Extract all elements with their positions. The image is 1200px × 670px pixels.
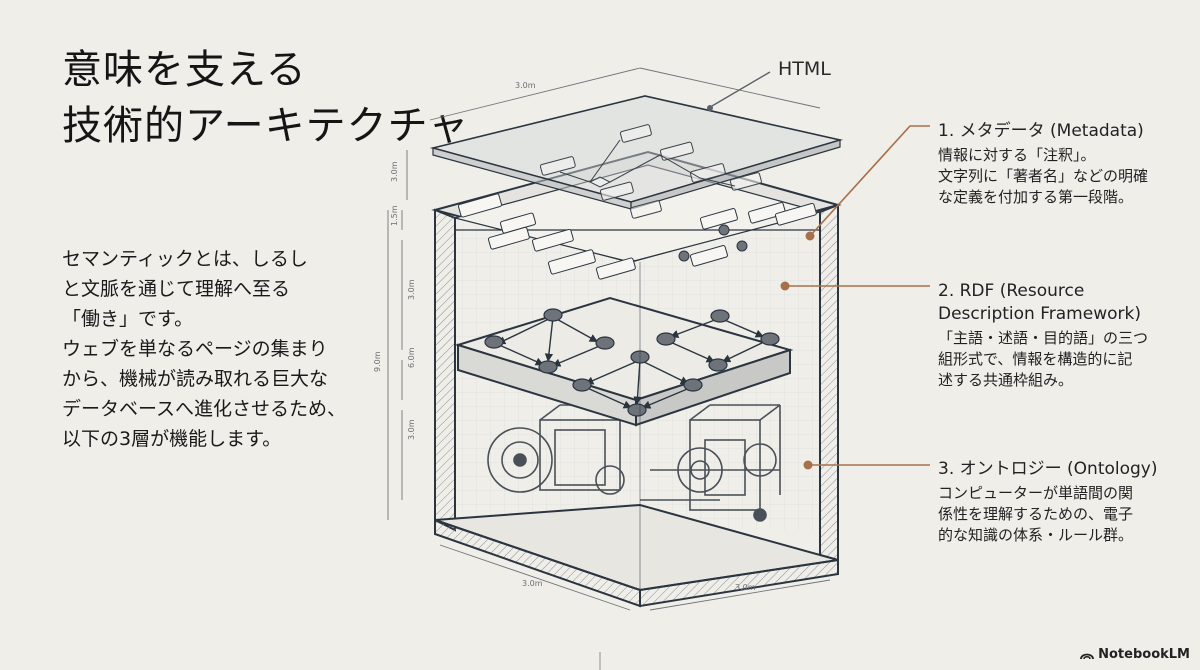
title-line-1: 意味を支える: [62, 47, 307, 93]
layer-desc-line: な定義を付加する第一段階。: [938, 188, 1134, 206]
intro-line: セマンティックとは、しるし: [62, 248, 308, 270]
intro-line: 「働き」です。: [62, 308, 194, 330]
page-title: 意味を支える 技術的アーキテクチャ: [62, 42, 469, 154]
layer-rdf: 2. RDF (Resource Description Framework) …: [938, 280, 1178, 391]
intro-paragraph: セマンティックとは、しるし と文脈を通じて理解へ至る 「働き」です。 ウェブを単…: [62, 244, 362, 454]
dim-c: 3.0m: [407, 279, 416, 300]
layer-desc-line: コンピューターが単語間の関: [938, 484, 1134, 502]
layer-title: 1. メタデータ (Metadata): [938, 121, 1144, 141]
layer-title: Description Framework): [938, 304, 1141, 324]
intro-line: と文脈を通じて理解へ至る: [62, 278, 291, 300]
layer-title: 3. オントロジー (Ontology): [938, 459, 1158, 479]
dim-base-left: 3.0m: [522, 579, 543, 588]
dim-top: 3.0m: [515, 81, 536, 90]
layer-metadata: 1. メタデータ (Metadata) 情報に対する「注釈」。 文字列に「著者名…: [938, 120, 1178, 208]
dim-total: 9.0m: [373, 351, 382, 372]
dimension-labels: 3.0m 3.0m 1.5m 3.0m 9.0m 6.0m 3.0m 3.0m …: [373, 81, 756, 592]
intro-line: 以下の3層が機能します。: [62, 428, 282, 450]
notebooklm-logo-icon: [1080, 653, 1095, 659]
dim-base-right: 3.0m: [735, 583, 756, 592]
html-label: HTML: [778, 58, 831, 80]
layer-ontology: 3. オントロジー (Ontology) コンピューターが単語間の関 係性を理解…: [938, 458, 1178, 546]
intro-line: データベースへ進化させるため、: [62, 398, 347, 420]
dim-b: 1.5m: [390, 205, 399, 226]
metadata-tags: [457, 193, 817, 280]
title-line-2: 技術的アーキテクチャ: [62, 103, 470, 149]
brand-label: NotebookLM: [1098, 647, 1190, 662]
layer-title: 2. RDF (Resource: [938, 281, 1085, 301]
html-glass-plane: [429, 95, 844, 219]
intro-line: から、機械が読み取れる巨大な: [62, 368, 329, 390]
leader-lines: [707, 71, 930, 470]
layer-desc-line: 文字列に「著者名」などの明確: [938, 167, 1149, 185]
dim-d: 6.0m: [407, 347, 416, 368]
dim-a: 3.0m: [390, 161, 399, 182]
intro-line: ウェブを単なるページの集まり: [62, 338, 328, 360]
layer-desc-line: 情報に対する「注釈」。: [938, 146, 1096, 164]
layer-desc-line: 述する共通枠組み。: [938, 371, 1074, 389]
layer-desc-line: 組形式で、情報を構造的に記: [938, 350, 1133, 368]
layer-desc-line: 「主語・述語・目的語」の三つ: [938, 329, 1149, 347]
dimension-lines: [387, 67, 831, 611]
dim-e: 3.0m: [407, 419, 416, 440]
brand-watermark: NotebookLM: [1080, 647, 1190, 662]
rdf-graph: [496, 316, 767, 409]
layer-desc-line: 的な知識の体系・ルール群。: [938, 526, 1134, 544]
layer-desc-line: 係性を理解するための、電子: [938, 505, 1134, 523]
